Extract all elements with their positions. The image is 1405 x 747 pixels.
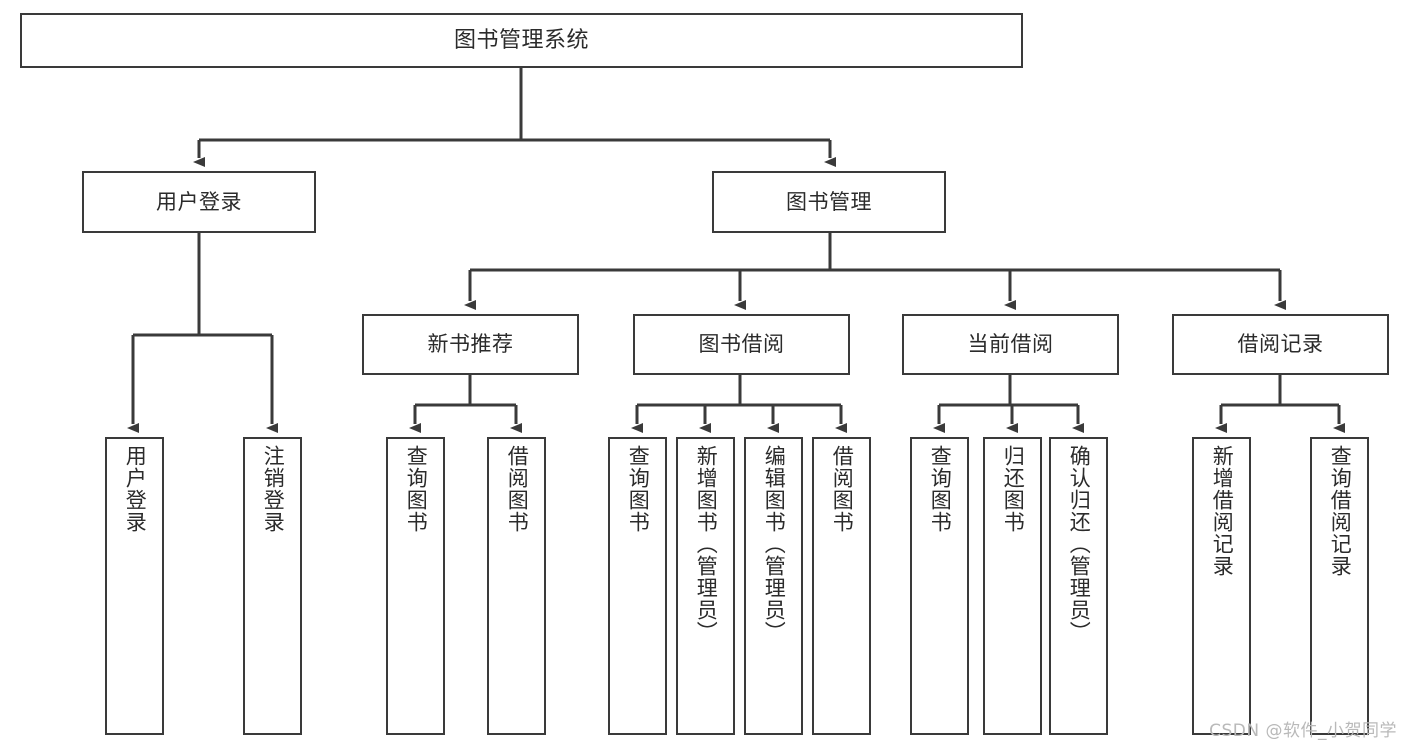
leaf-confirm-return-admin[interactable]: 确认归还（管理员） [1049, 437, 1108, 735]
node-borrow-records-label: 借阅记录 [1237, 332, 1324, 357]
node-book-management-label: 图书管理 [786, 189, 872, 214]
leaf-query-book-current-label: 查询图书 [928, 445, 953, 533]
leaf-borrow-book-recommend[interactable]: 借阅图书 [487, 437, 546, 735]
leaf-borrow-book-recommend-label: 借阅图书 [505, 445, 530, 533]
node-book-borrow[interactable]: 图书借阅 [633, 314, 850, 375]
leaf-query-book-recommend[interactable]: 查询图书 [386, 437, 445, 735]
leaf-borrow-book-label: 借阅图书 [830, 445, 855, 533]
node-current-borrow-label: 当前借阅 [967, 332, 1054, 357]
node-new-book-recommend[interactable]: 新书推荐 [362, 314, 579, 375]
leaf-logout-label: 注销登录 [261, 445, 286, 533]
leaf-return-book-label: 归还图书 [1001, 445, 1026, 533]
leaf-add-book-admin-label: 新增图书（管理员） [694, 445, 719, 643]
node-user-login-label: 用户登录 [156, 189, 242, 214]
leaf-query-book-recommend-label: 查询图书 [404, 445, 429, 533]
leaf-query-borrow-record[interactable]: 查询借阅记录 [1310, 437, 1369, 735]
leaf-add-book-admin[interactable]: 新增图书（管理员） [676, 437, 735, 735]
csdn-watermark: CSDN @软件_小贺同学 [1209, 721, 1397, 741]
leaf-return-book[interactable]: 归还图书 [983, 437, 1042, 735]
node-book-management[interactable]: 图书管理 [712, 171, 946, 233]
node-root-label: 图书管理系统 [453, 27, 589, 53]
leaf-logout[interactable]: 注销登录 [243, 437, 302, 735]
leaf-query-book-borrow[interactable]: 查询图书 [608, 437, 667, 735]
leaf-confirm-return-admin-label: 确认归还（管理员） [1067, 445, 1092, 643]
leaf-add-borrow-record-label: 新增借阅记录 [1210, 445, 1235, 577]
leaf-query-book-current[interactable]: 查询图书 [910, 437, 969, 735]
node-current-borrow[interactable]: 当前借阅 [902, 314, 1119, 375]
leaf-query-borrow-record-label: 查询借阅记录 [1328, 445, 1353, 577]
node-new-book-recommend-label: 新书推荐 [427, 332, 514, 357]
leaf-user-login-label: 用户登录 [123, 445, 148, 533]
node-borrow-records[interactable]: 借阅记录 [1172, 314, 1389, 375]
leaf-user-login[interactable]: 用户登录 [105, 437, 164, 735]
node-root[interactable]: 图书管理系统 [20, 13, 1023, 68]
leaf-add-borrow-record[interactable]: 新增借阅记录 [1192, 437, 1251, 735]
leaf-query-book-borrow-label: 查询图书 [626, 445, 651, 533]
node-book-borrow-label: 图书借阅 [698, 332, 785, 357]
leaf-edit-book-admin-label: 编辑图书（管理员） [762, 445, 787, 643]
node-user-login[interactable]: 用户登录 [82, 171, 316, 233]
leaf-edit-book-admin[interactable]: 编辑图书（管理员） [744, 437, 803, 735]
leaf-borrow-book[interactable]: 借阅图书 [812, 437, 871, 735]
